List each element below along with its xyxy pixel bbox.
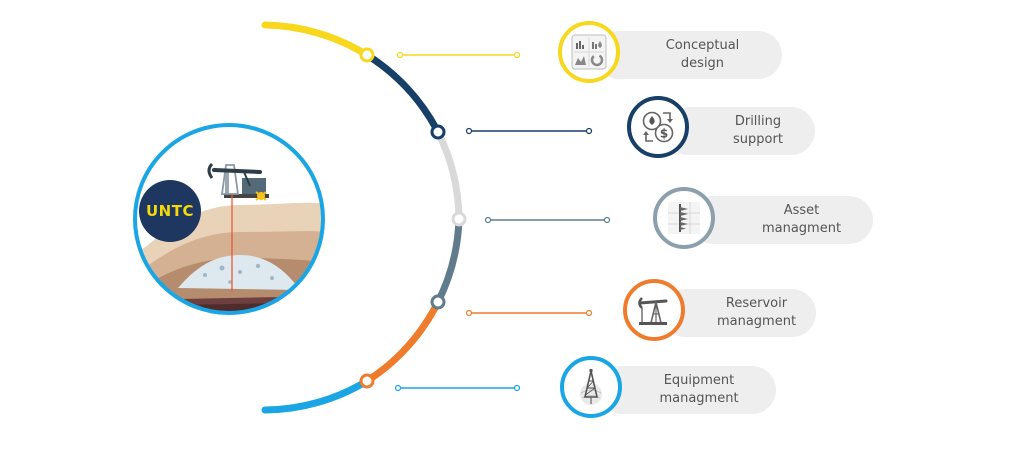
- arc-segment-navy: [365, 52, 442, 134]
- asset-management-label: Asset managment: [761, 203, 842, 236]
- item-asset-management: Asset managment: [690, 196, 873, 244]
- connector-3: [484, 216, 611, 224]
- drilling-support-label: Drilling support: [733, 114, 783, 147]
- pumpjack-icon: [638, 297, 668, 325]
- arc-segment-slate: [434, 218, 463, 304]
- arc-segment-gray: [434, 130, 463, 220]
- conceptual-design-badge: [558, 21, 620, 83]
- item-equipment-management: Equipment managment: [598, 366, 776, 414]
- drilling-support-badge: $: [627, 96, 689, 158]
- asset-management-badge: [653, 187, 715, 249]
- connector-2: [465, 127, 593, 135]
- connector-1: [396, 51, 521, 59]
- conceptual-design-label: Conceptual design: [665, 38, 740, 71]
- item-reservoir-management: Reservoir managment: [661, 289, 816, 337]
- wellbore-icon: [668, 202, 700, 234]
- arc-segment-yellow: [261, 21, 371, 59]
- arc-segment-blue: [261, 377, 371, 414]
- connector-4: [465, 309, 593, 317]
- drilling-rig-icon: [580, 369, 602, 405]
- arc-node-2: [430, 124, 446, 140]
- reservoir-management-label: Reservoir managment: [716, 296, 797, 329]
- equipment-management-label: Equipment managment: [659, 373, 739, 406]
- logo-text: UNTC: [146, 202, 194, 220]
- arc-node-3: [451, 211, 467, 227]
- reservoir-management-badge: [623, 279, 685, 341]
- svg-text:$: $: [660, 127, 668, 141]
- untc-logo: UNTC: [139, 180, 201, 242]
- connector-5: [394, 384, 521, 392]
- item-drilling-support: Drilling support: [665, 107, 815, 155]
- equipment-management-badge: [560, 356, 622, 418]
- arc-segment-orange: [365, 300, 442, 384]
- arc-node-1: [359, 47, 375, 63]
- chart-icon: [571, 34, 607, 70]
- arc-node-5: [359, 373, 375, 389]
- arc-node-4: [430, 294, 446, 310]
- oil-dollar-exchange-icon: $: [642, 111, 674, 143]
- item-conceptual-design: Conceptual design: [595, 31, 782, 79]
